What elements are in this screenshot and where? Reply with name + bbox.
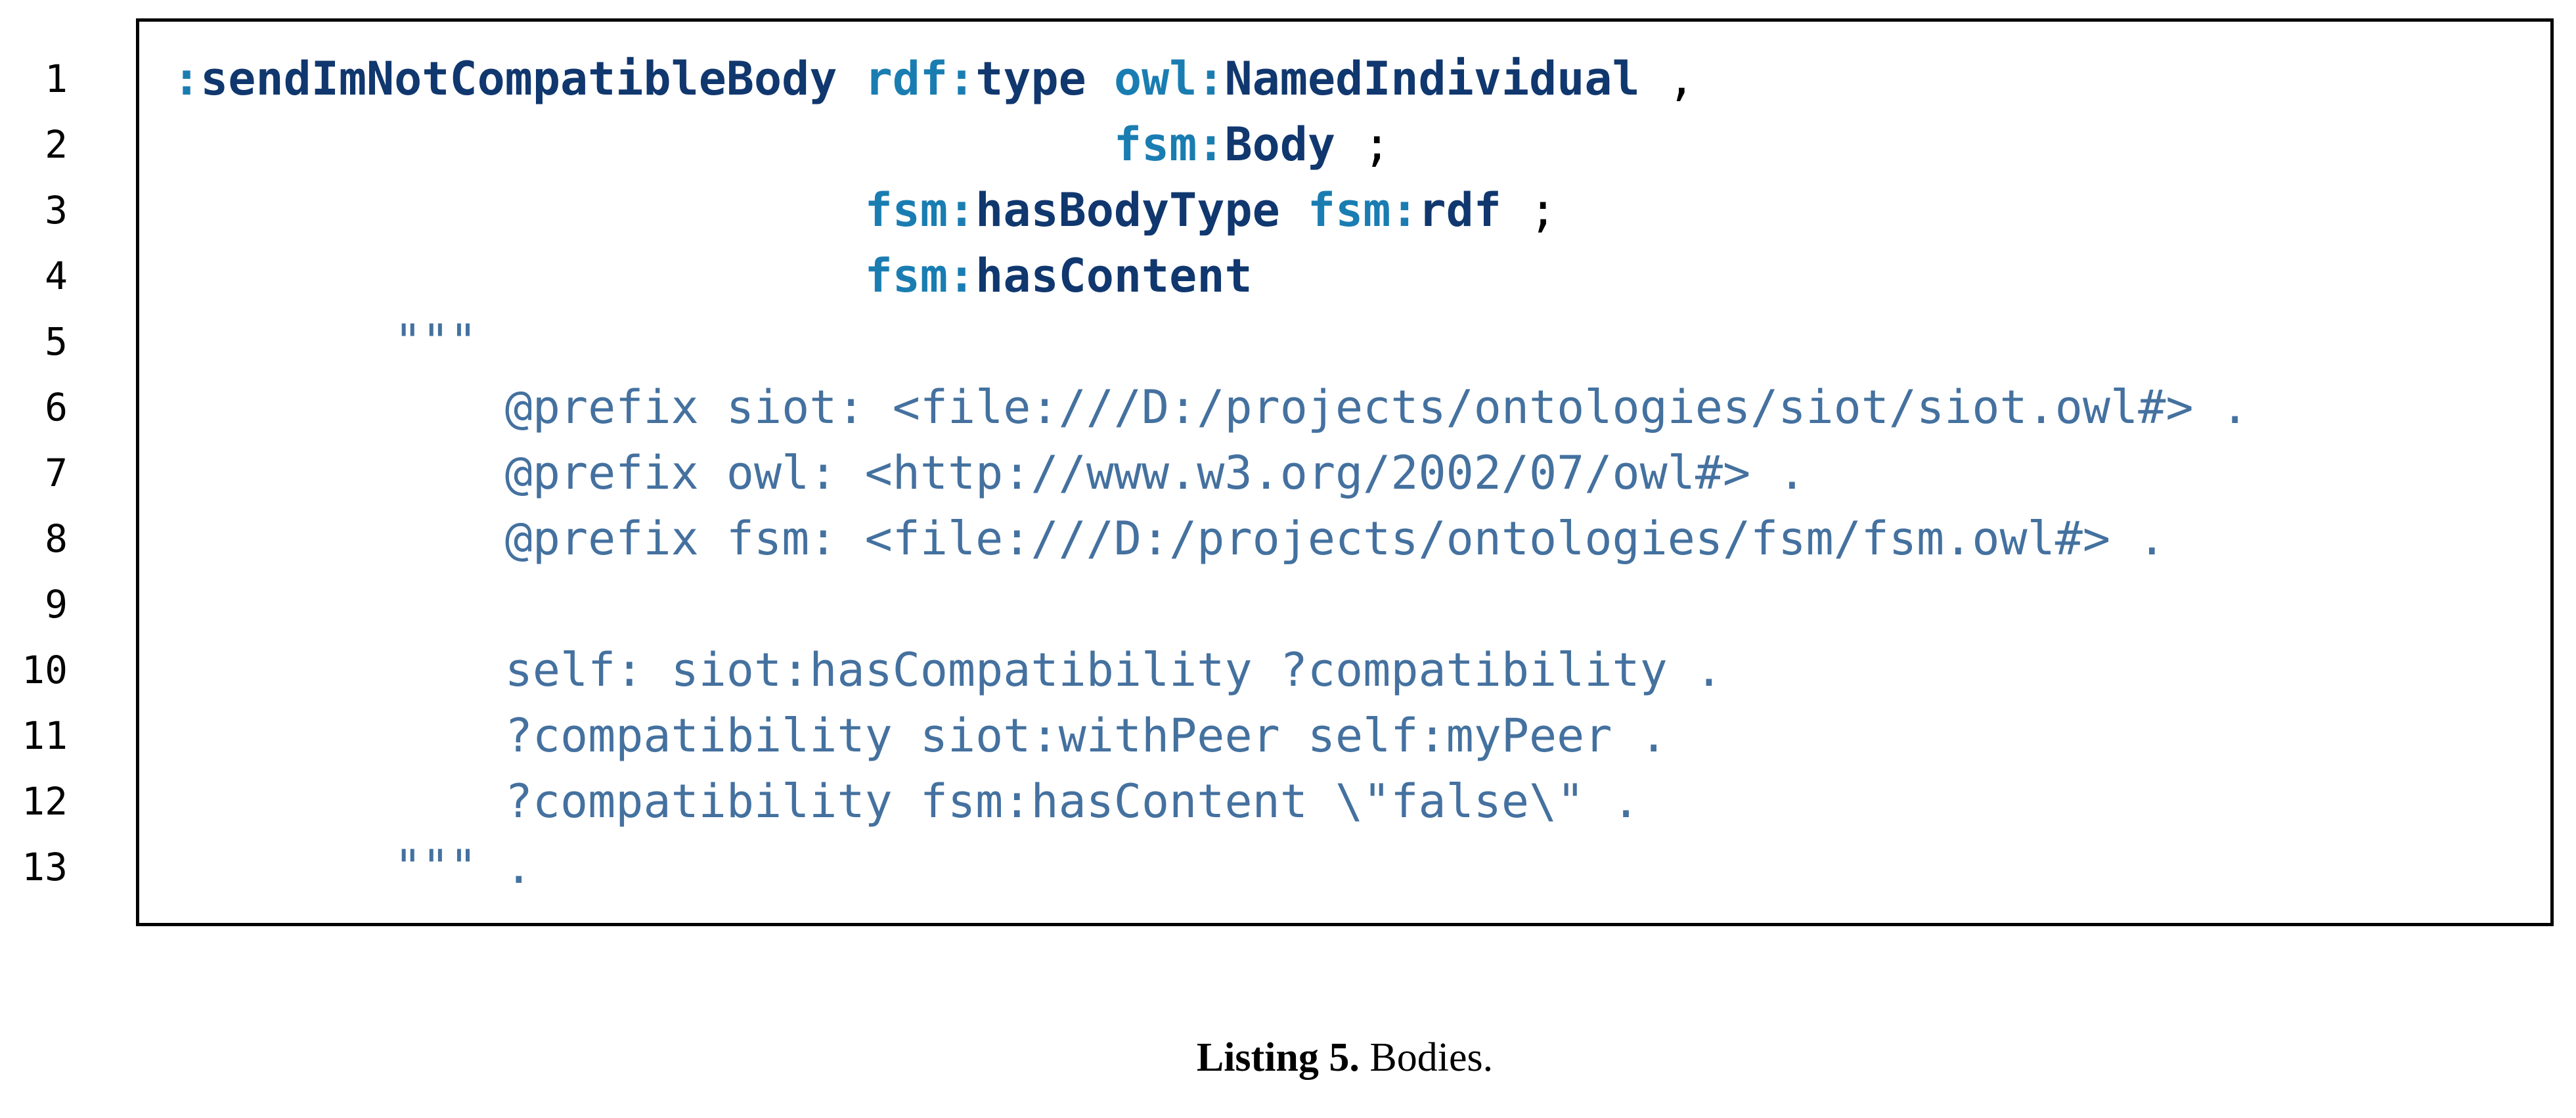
code-token [837,52,864,106]
code-token [173,118,1114,171]
code-line: """ [173,309,2249,374]
code-line: :sendImNotCompatibleBody rdf:type owl:Na… [173,46,2249,112]
code-line: fsm:Body ; [173,112,2249,177]
code-token [173,183,865,237]
code-token: @prefix fsm: <file:///D:/projects/ontolo… [173,512,2166,566]
line-number: 8 [45,516,68,561]
code-token: """ [173,315,477,369]
code-token: ; [1501,183,1557,237]
caption-label: Listing 5. [1196,1035,1360,1080]
listing-caption: Listing 5. Bodies. [136,1033,2554,1083]
code-token: self: siot:hasCompatibility ?compatibili… [173,643,1723,697]
code-line: @prefix siot: <file:///D:/projects/ontol… [173,374,2249,440]
code-token: sendImNotCompatibleBody [200,52,837,106]
caption-text: Bodies. [1359,1035,1494,1080]
code-token: fsm: [864,249,976,303]
code-token: ?compatibility fsm:hasContent \"false\" … [173,774,1640,828]
code-token: hasBodyType [975,183,1280,237]
line-number: 12 [22,779,68,824]
code-token: NamedIndividual [1224,52,1640,106]
line-number: 1 [45,56,68,101]
code-token [1086,52,1114,106]
code-token: ?compatibility siot:withPeer self:myPeer… [173,709,1668,763]
line-number: 6 [45,385,68,430]
code-listing-box [136,18,2554,926]
line-number: 9 [45,582,68,627]
code-token: """ . [173,840,533,894]
code-line: @prefix fsm: <file:///D:/projects/ontolo… [173,506,2249,571]
code-token: fsm: [1307,183,1419,237]
code-token: rdf [1418,183,1501,237]
code-token: fsm: [864,183,976,237]
code-line: """ . [173,834,2249,900]
line-number: 7 [45,451,68,495]
code-token: type [975,52,1086,106]
code-line: @prefix owl: <http://www.w3.org/2002/07/… [173,440,2249,506]
line-number: 3 [45,188,68,233]
code-token [1280,183,1308,237]
code-token: fsm: [1113,118,1225,171]
code-token: owl: [1113,52,1225,106]
line-number: 10 [22,648,68,692]
code-token: hasContent [975,249,1253,303]
code-token: : [173,52,201,106]
code-area: :sendImNotCompatibleBody rdf:type owl:Na… [173,46,2249,900]
code-line: self: siot:hasCompatibility ?compatibili… [173,637,2249,703]
code-token: rdf: [864,52,976,106]
code-token: @prefix owl: <http://www.w3.org/2002/07/… [173,446,1806,500]
line-number: 4 [45,254,68,298]
code-line: fsm:hasContent [173,243,2249,309]
code-token [173,249,865,303]
code-token: Body [1224,118,1336,171]
code-token: ; [1335,118,1391,171]
code-line [173,571,2249,637]
line-number: 11 [22,713,68,758]
line-number: 13 [22,845,68,889]
line-number: 2 [45,122,68,167]
code-line: fsm:hasBodyType fsm:rdf ; [173,177,2249,243]
code-line: ?compatibility fsm:hasContent \"false\" … [173,769,2249,834]
line-number: 5 [45,319,68,364]
code-token: , [1639,52,1695,106]
code-token: @prefix siot: <file:///D:/projects/ontol… [173,380,2249,434]
code-line: ?compatibility siot:withPeer self:myPeer… [173,703,2249,769]
